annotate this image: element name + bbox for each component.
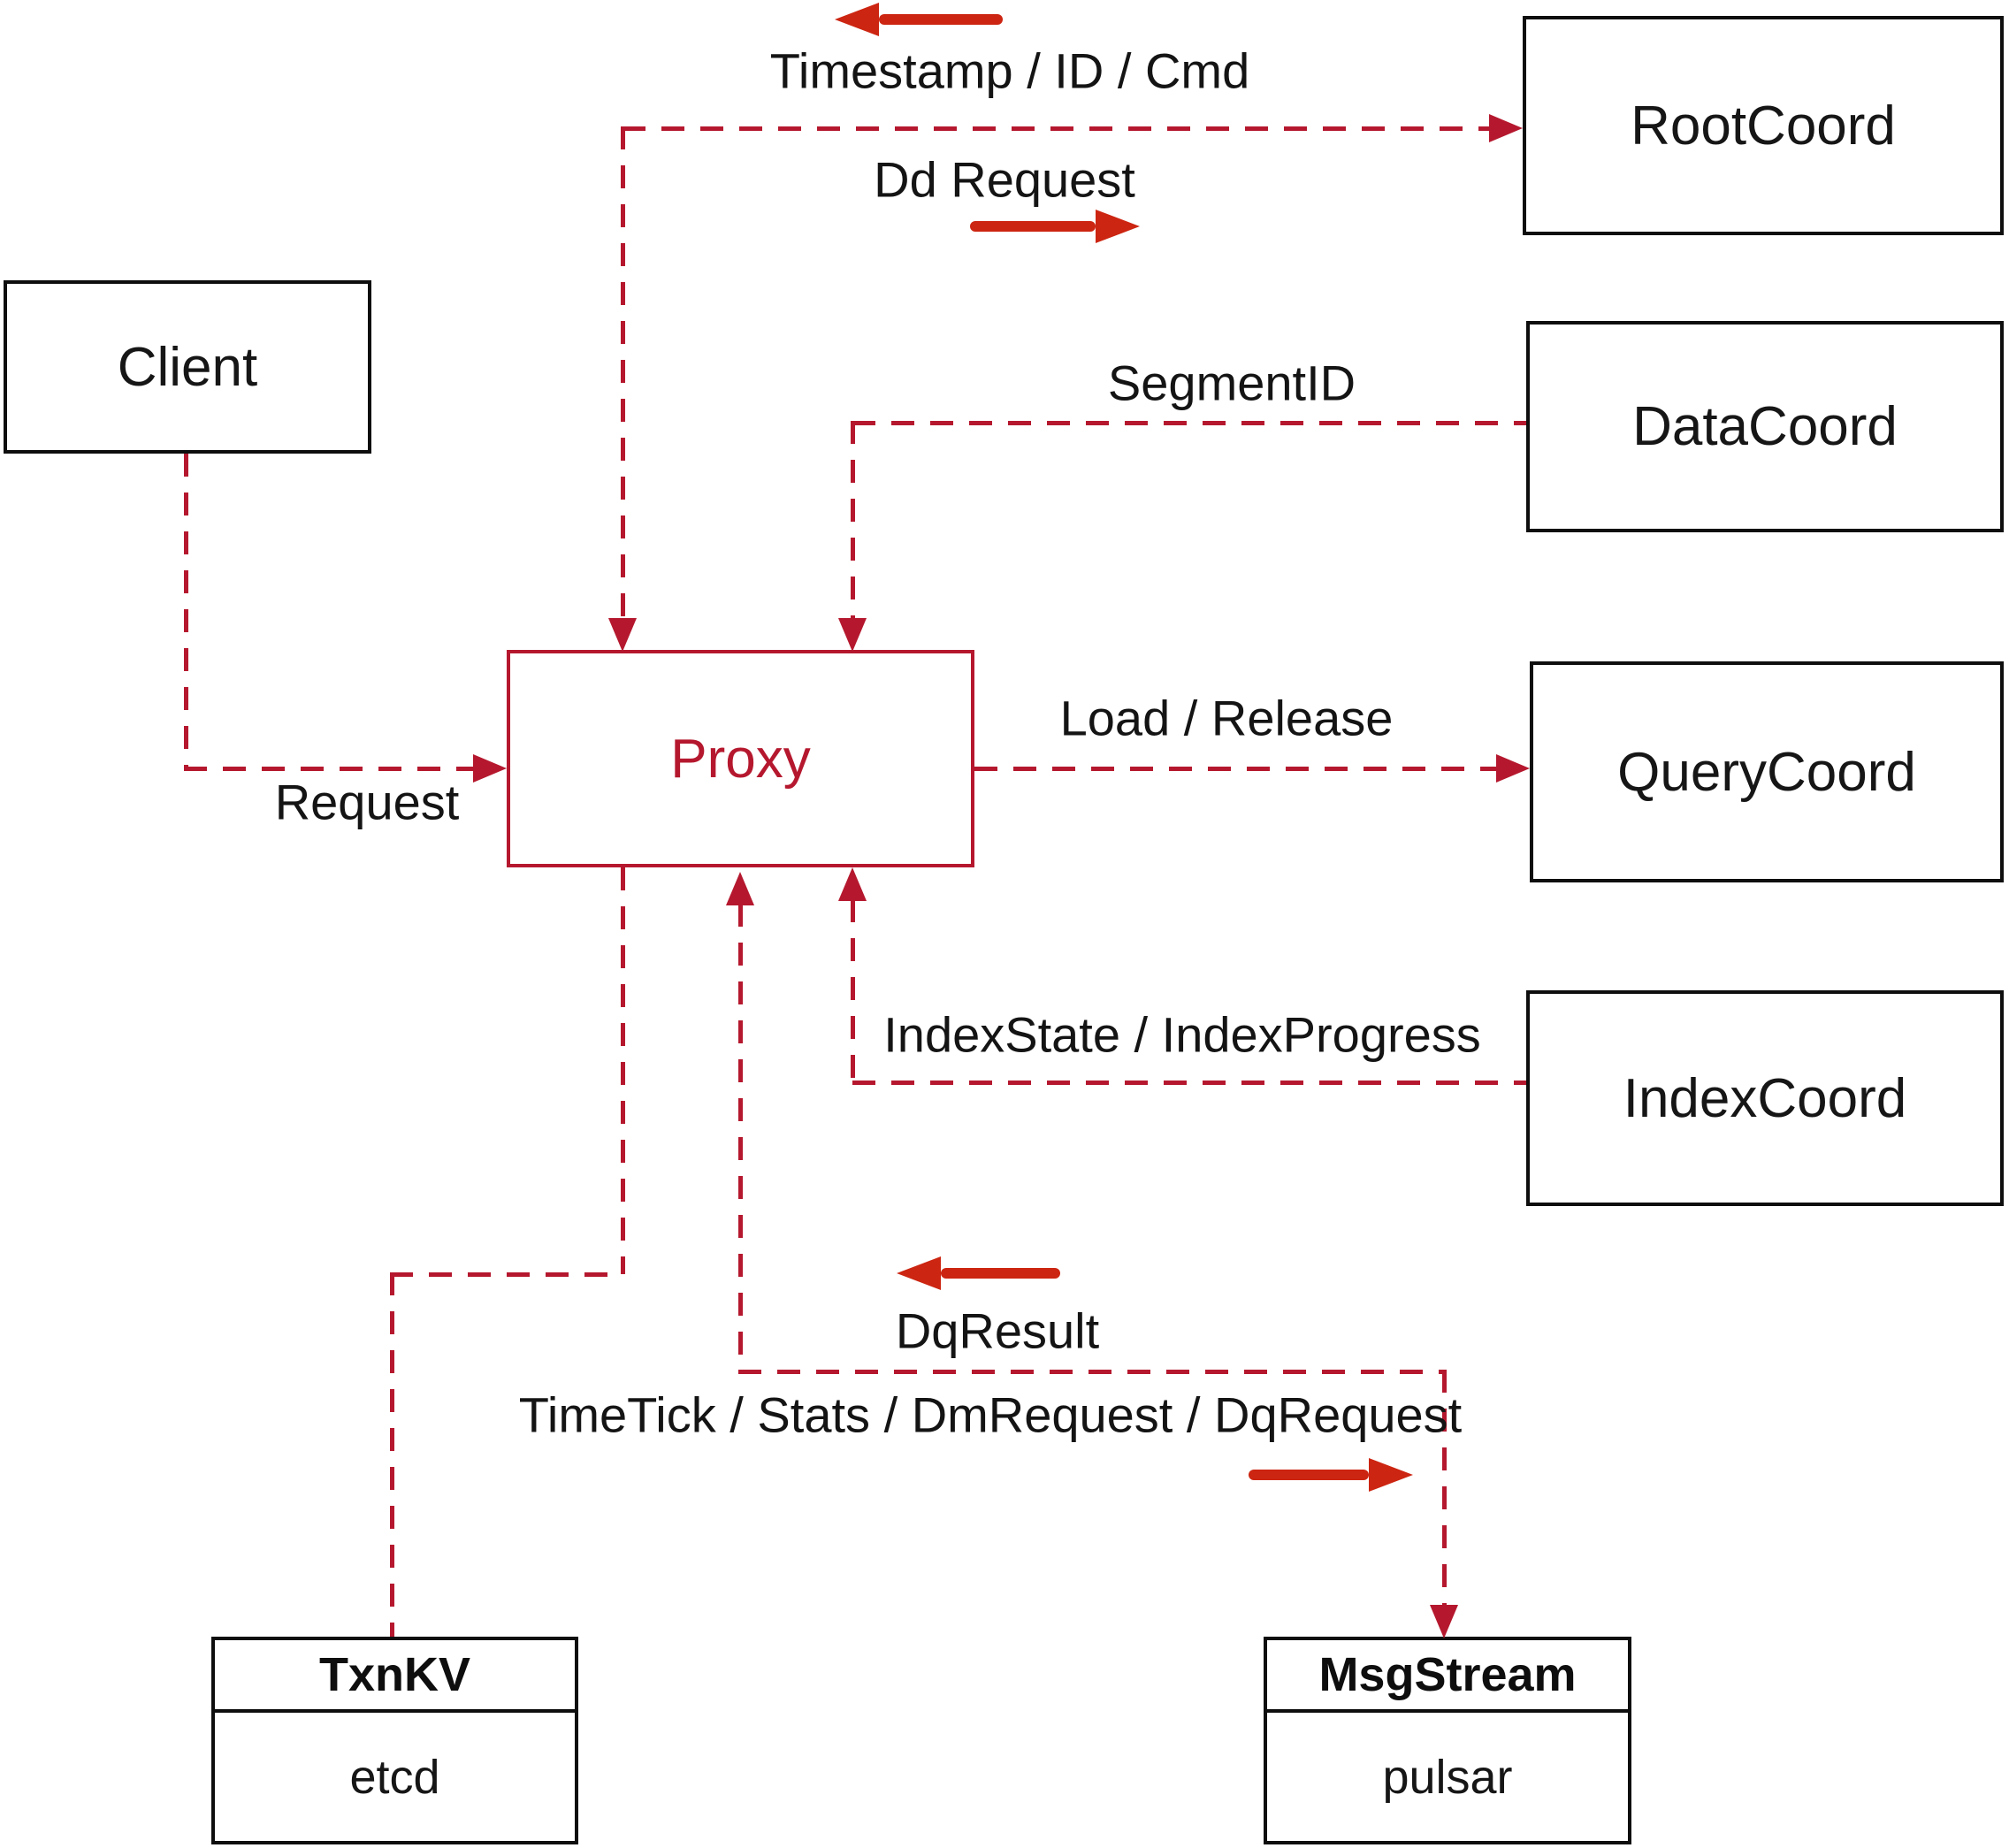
- edge-proxy-msgstream-vertical-lower: [1442, 1370, 1447, 1605]
- edge-proxy-txnkv-horizontal: [390, 1272, 623, 1277]
- node-txnkv-title: TxnKV: [215, 1640, 575, 1713]
- node-datacoord: DataCoord: [1526, 321, 2004, 532]
- node-msgstream-title: MsgStream: [1267, 1640, 1628, 1713]
- node-msgstream: MsgStream pulsar: [1264, 1637, 1631, 1844]
- right-arrowhead-icon: [1096, 210, 1140, 243]
- edge-client-proxy-vertical: [184, 454, 188, 767]
- edge-label-segment-id: SegmentID: [1107, 355, 1356, 411]
- arrow-shaft: [970, 221, 1096, 232]
- edge-datacoord-proxy-vertical: [851, 421, 855, 618]
- node-indexcoord-label: IndexCoord: [1623, 1067, 1907, 1129]
- edge-label-index-state-progress: IndexState / IndexProgress: [883, 1006, 1481, 1063]
- node-rootcoord-label: RootCoord: [1631, 95, 1896, 157]
- edge-proxy-txnkv-vertical-lower: [390, 1272, 394, 1637]
- edge-client-proxy-horizontal: [184, 767, 473, 771]
- edge-proxy-rootcoord-horizontal: [623, 126, 1489, 131]
- node-client-label: Client: [117, 336, 258, 398]
- edge-label-dd-request: Dd Request: [874, 151, 1135, 208]
- edge-datacoord-proxy-horizontal: [852, 421, 1526, 425]
- left-arrowhead-icon: [897, 1256, 941, 1290]
- node-txnkv-impl: etcd: [349, 1750, 440, 1804]
- timestamp-response-left-arrow-icon: [835, 2, 1003, 37]
- edge-label-dq-result: DqResult: [895, 1302, 1100, 1359]
- arrowhead-into-proxy-left-icon: [473, 754, 507, 783]
- arrowhead-into-msgstream-icon: [1430, 1605, 1458, 1638]
- node-proxy: Proxy: [507, 650, 974, 867]
- edge-proxy-msgstream-vertical-upper: [738, 904, 743, 1371]
- arrowhead-into-querycoord-icon: [1496, 754, 1530, 783]
- node-datacoord-label: DataCoord: [1632, 396, 1898, 457]
- edge-label-load-release: Load / Release: [1059, 690, 1394, 746]
- arrowhead-into-proxy-top-left-icon: [608, 618, 637, 652]
- node-txnkv: TxnKV etcd: [211, 1637, 578, 1844]
- arrowhead-into-proxy-top-right-icon: [838, 618, 867, 652]
- node-msgstream-impl: pulsar: [1382, 1750, 1513, 1804]
- arrow-shaft: [941, 1268, 1060, 1279]
- edge-label-timetick-stats: TimeTick / Stats / DmRequest / DqRequest: [518, 1386, 1463, 1443]
- node-client: Client: [4, 280, 371, 454]
- arrowhead-into-proxy-bottom-right-icon: [838, 867, 867, 901]
- node-querycoord-label: QueryCoord: [1617, 741, 1916, 803]
- node-rootcoord: RootCoord: [1523, 16, 2004, 235]
- dd-request-right-arrow-icon: [970, 209, 1140, 244]
- edge-indexcoord-proxy-vertical: [851, 899, 855, 1081]
- node-proxy-label: Proxy: [670, 728, 811, 790]
- edge-label-request: Request: [274, 774, 460, 830]
- arrow-shaft: [879, 14, 1003, 25]
- edge-proxy-rootcoord-vertical: [621, 126, 625, 618]
- edge-label-timestamp-id-cmd: Timestamp / ID / Cmd: [769, 42, 1250, 99]
- edge-proxy-msgstream-horizontal: [738, 1370, 1444, 1374]
- arrow-shaft: [1249, 1470, 1369, 1480]
- left-arrowhead-icon: [835, 3, 879, 36]
- timetick-right-arrow-icon: [1249, 1457, 1413, 1493]
- node-querycoord: QueryCoord: [1530, 661, 2004, 882]
- right-arrowhead-icon: [1369, 1458, 1413, 1492]
- node-indexcoord: IndexCoord: [1526, 990, 2004, 1206]
- edge-proxy-querycoord-horizontal: [974, 767, 1496, 771]
- arrowhead-into-rootcoord-icon: [1489, 114, 1523, 142]
- arrowhead-into-proxy-bottom-left-icon: [726, 872, 754, 905]
- edge-indexcoord-proxy-horizontal: [852, 1081, 1526, 1085]
- dqresult-left-arrow-icon: [897, 1256, 1060, 1291]
- edge-proxy-txnkv-vertical-upper: [621, 867, 625, 1274]
